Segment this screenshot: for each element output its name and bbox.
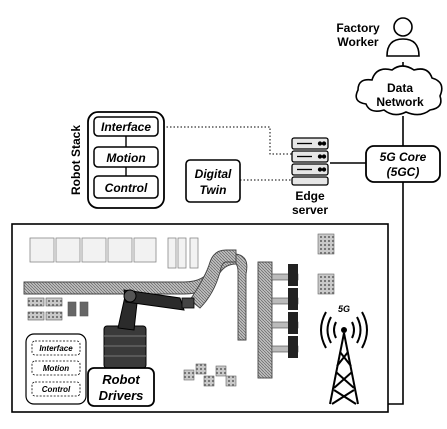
right-conveyor-line	[257, 261, 299, 379]
edge-label-line2: server	[292, 203, 328, 217]
robot-stack: Robot Stack Interface Motion Control	[69, 111, 165, 209]
edge-server: Edge server	[291, 137, 329, 217]
5g-core-label-line2: (5GC)	[387, 165, 420, 179]
factory-worker: Factory Worker	[336, 17, 420, 57]
left-machines	[27, 297, 89, 321]
robot-gripper	[181, 297, 195, 309]
data-network-cloud: Data Network	[355, 65, 443, 116]
stack-layer-motion	[93, 146, 159, 168]
stack-layer-interface-label: Interface	[101, 120, 151, 134]
local-layer-control	[31, 381, 81, 397]
industrial-robot-arm	[103, 289, 195, 369]
antenna-label: 5G	[338, 304, 350, 314]
server-rack-icon	[291, 137, 329, 186]
worker-head-icon	[393, 17, 413, 37]
cloud-icon	[355, 65, 443, 116]
robot-stack-title: Robot Stack	[69, 125, 83, 195]
robot-drivers-box	[87, 367, 155, 407]
signal-waves-icon	[320, 311, 368, 349]
digital-twin-label-line1: Digital	[195, 167, 232, 181]
local-layer-interface	[31, 340, 81, 356]
robot-base	[103, 325, 147, 369]
stack-layer-control-label: Control	[105, 181, 148, 195]
local-layer-motion	[31, 360, 81, 376]
data-network-label-line1: Data	[387, 81, 413, 95]
robot-drivers-label-line2: Drivers	[99, 388, 144, 403]
pallet-stacks	[183, 233, 335, 387]
shelving-units	[29, 237, 199, 269]
edge-label-line1: Edge	[295, 189, 325, 203]
local-robot-stack: Interface Motion Control	[25, 333, 87, 405]
stack-layer-motion-label: Motion	[106, 151, 145, 165]
5g-core-label-line1: 5G Core	[380, 150, 427, 164]
local-layer-motion-label: Motion	[43, 364, 69, 373]
digital-twin-label-line2: Twin	[200, 183, 227, 197]
local-layer-interface-label: Interface	[39, 344, 73, 353]
5g-core: 5G Core (5GC)	[365, 145, 441, 183]
overhead-conveyor	[189, 249, 237, 309]
stack-layer-interface	[93, 116, 159, 137]
worker-label-line1: Factory	[336, 21, 380, 35]
stack-layer-control	[93, 175, 159, 199]
digital-twin: Digital Twin	[185, 159, 241, 203]
robot-drivers-label-line1: Robot	[102, 372, 140, 387]
5g-core-box	[365, 145, 441, 183]
data-network-label-line2: Network	[376, 95, 424, 109]
digital-twin-box	[185, 159, 241, 203]
factory-floor: Interface Motion Control Robot Drivers 5…	[11, 223, 389, 413]
worker-body-icon	[386, 38, 420, 57]
local-layer-control-label: Control	[42, 385, 71, 394]
stack-to-edge-dotted-link	[163, 126, 292, 155]
worker-label-line2: Worker	[337, 35, 378, 49]
robot-drivers: Robot Drivers	[87, 367, 155, 407]
5g-antenna: 5G	[320, 304, 368, 405]
antenna-tower-icon	[329, 332, 359, 405]
